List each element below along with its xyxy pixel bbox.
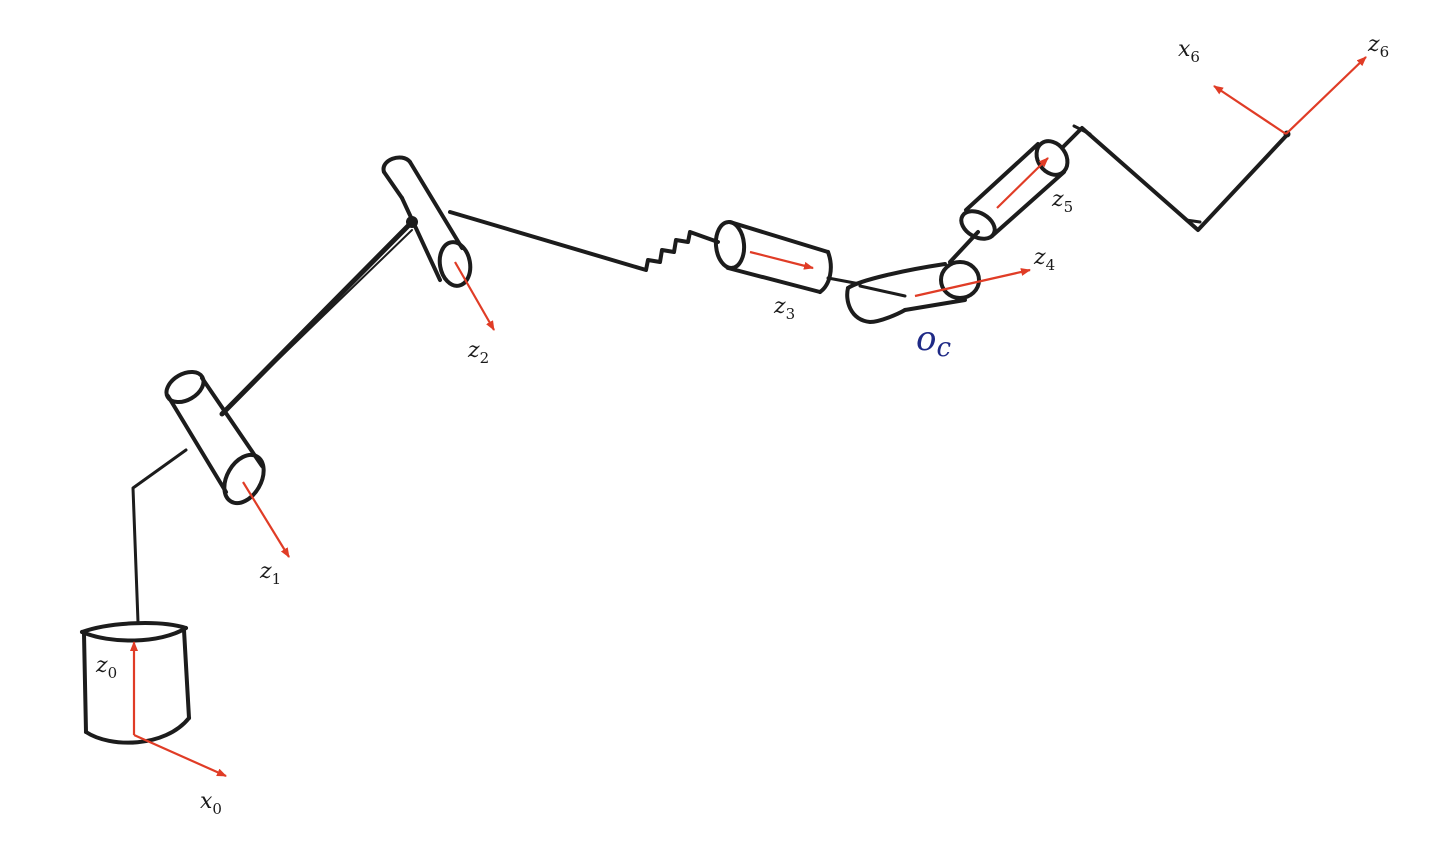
axis-x0-arrow [133,733,227,778]
axis-z5-arrow [996,157,1049,209]
label-z4: z4 [1033,245,1055,274]
label-z1: z1 [259,559,281,588]
label-x6: x6 [1178,37,1200,66]
axis-z1-arrow [242,481,290,558]
joint-4-cylinder [713,220,833,294]
axis-z2-arrow [454,261,495,331]
label-z5: z5 [1051,187,1073,216]
forearm-link [448,210,720,272]
label-z6: z6 [1367,32,1389,61]
end-link [1060,126,1288,232]
wrist-cylinder [845,260,981,324]
label-z3: z3 [773,294,795,323]
axis-z3-arrow [749,250,814,270]
label-z0: z0 [95,653,117,682]
axis-z6-arrow [1285,56,1367,135]
label-x0: x0 [200,789,222,818]
joint-3-cylinder [381,155,473,288]
label-z2: z2 [467,338,489,367]
axis-z4-arrow [914,268,1031,298]
base-cylinder [80,621,191,745]
base-post [131,448,188,624]
axis-x6-arrow [1213,85,1287,135]
joint-2-cylinder [164,369,266,506]
label-wrist-center: oc [916,319,951,363]
